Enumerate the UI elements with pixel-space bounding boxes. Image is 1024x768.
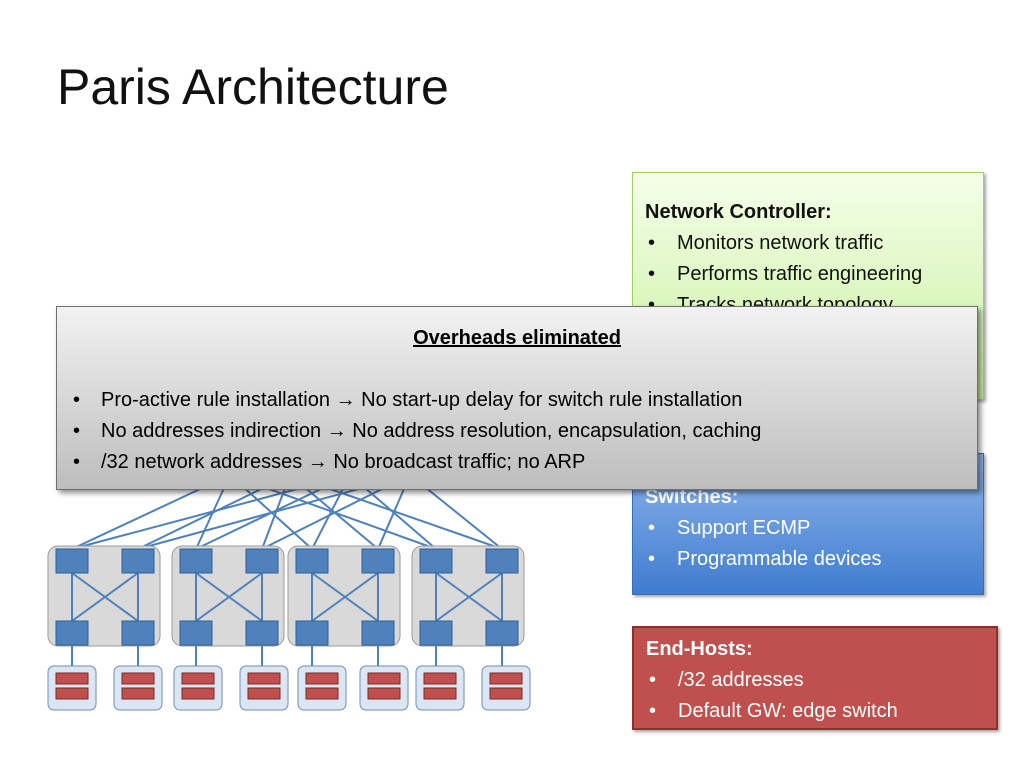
hosts-item: /32 addresses <box>646 665 984 696</box>
server-drive <box>55 672 89 685</box>
network-link <box>435 572 503 622</box>
network-link <box>71 572 139 622</box>
callout-item-effect: No start-up delay for switch rule instal… <box>361 389 743 411</box>
network-link <box>195 572 263 622</box>
server-drive <box>305 672 339 685</box>
server-drive <box>121 672 155 685</box>
callout-item-effect: No broadcast traffic; no ARP <box>333 451 586 473</box>
switch-icon <box>121 620 155 646</box>
server-drive <box>181 687 215 700</box>
server-drive <box>367 672 401 685</box>
switch-icon <box>245 548 279 574</box>
right-arrow-icon: → <box>335 389 356 411</box>
switches-item: Support ECMP <box>645 513 971 544</box>
switch-icon <box>121 548 155 574</box>
server-drive <box>247 672 281 685</box>
callout-item-cause: Pro-active rule installation <box>101 389 330 411</box>
controller-header: Network Controller: <box>645 201 832 223</box>
switch-icon <box>361 620 395 646</box>
callout-item-cause: No addresses indirection <box>101 420 322 442</box>
server-drive <box>423 687 457 700</box>
server-drive <box>121 687 155 700</box>
end-hosts <box>47 645 531 711</box>
server-drive <box>367 687 401 700</box>
callout-list: Pro-active rule installation → No start-… <box>71 385 963 478</box>
switch-icon <box>295 620 329 646</box>
switch-icon <box>419 620 453 646</box>
callout-item: Pro-active rule installation → No start-… <box>71 385 963 416</box>
switch-icon <box>55 620 89 646</box>
switch-icon <box>55 548 89 574</box>
server-drive <box>489 672 523 685</box>
server-drive <box>423 672 457 685</box>
switch-icon <box>295 548 329 574</box>
switches-item: Programmable devices <box>645 544 971 575</box>
end-hosts-box: End-Hosts: /32 addresses Default GW: edg… <box>632 626 998 730</box>
server-drive <box>55 687 89 700</box>
server-drive <box>181 672 215 685</box>
controller-item: Performs traffic engineering <box>645 259 971 290</box>
switch-icon <box>179 620 213 646</box>
server-drive <box>305 687 339 700</box>
network-link <box>311 572 379 622</box>
callout-item-cause: /32 network addresses <box>101 451 303 473</box>
switch-icon <box>485 548 519 574</box>
callout-item-effect: No address resolution, encapsulation, ca… <box>352 420 762 442</box>
slide-title: Paris Architecture <box>57 59 449 115</box>
hosts-list: /32 addresses Default GW: edge switch <box>646 665 984 727</box>
pods <box>47 545 525 647</box>
switches-list: Support ECMP Programmable devices <box>645 513 971 575</box>
hosts-header: End-Hosts: <box>646 638 753 660</box>
right-arrow-icon: → <box>326 420 347 442</box>
server-drive <box>247 687 281 700</box>
switch-icon <box>361 548 395 574</box>
switch-icon <box>179 548 213 574</box>
switch-icon <box>485 620 519 646</box>
overheads-eliminated-callout: Overheads eliminated Pro-active rule ins… <box>56 306 978 490</box>
hosts-item: Default GW: edge switch <box>646 696 984 727</box>
switch-icon <box>245 620 279 646</box>
callout-header: Overheads eliminated <box>413 327 621 349</box>
callout-item: No addresses indirection → No address re… <box>71 416 963 447</box>
controller-item: Monitors network traffic <box>645 228 971 259</box>
callout-item: /32 network addresses → No broadcast tra… <box>71 447 963 478</box>
right-arrow-icon: → <box>307 451 328 473</box>
server-drive <box>489 687 523 700</box>
switch-icon <box>419 548 453 574</box>
switches-header: Switches: <box>645 486 739 508</box>
